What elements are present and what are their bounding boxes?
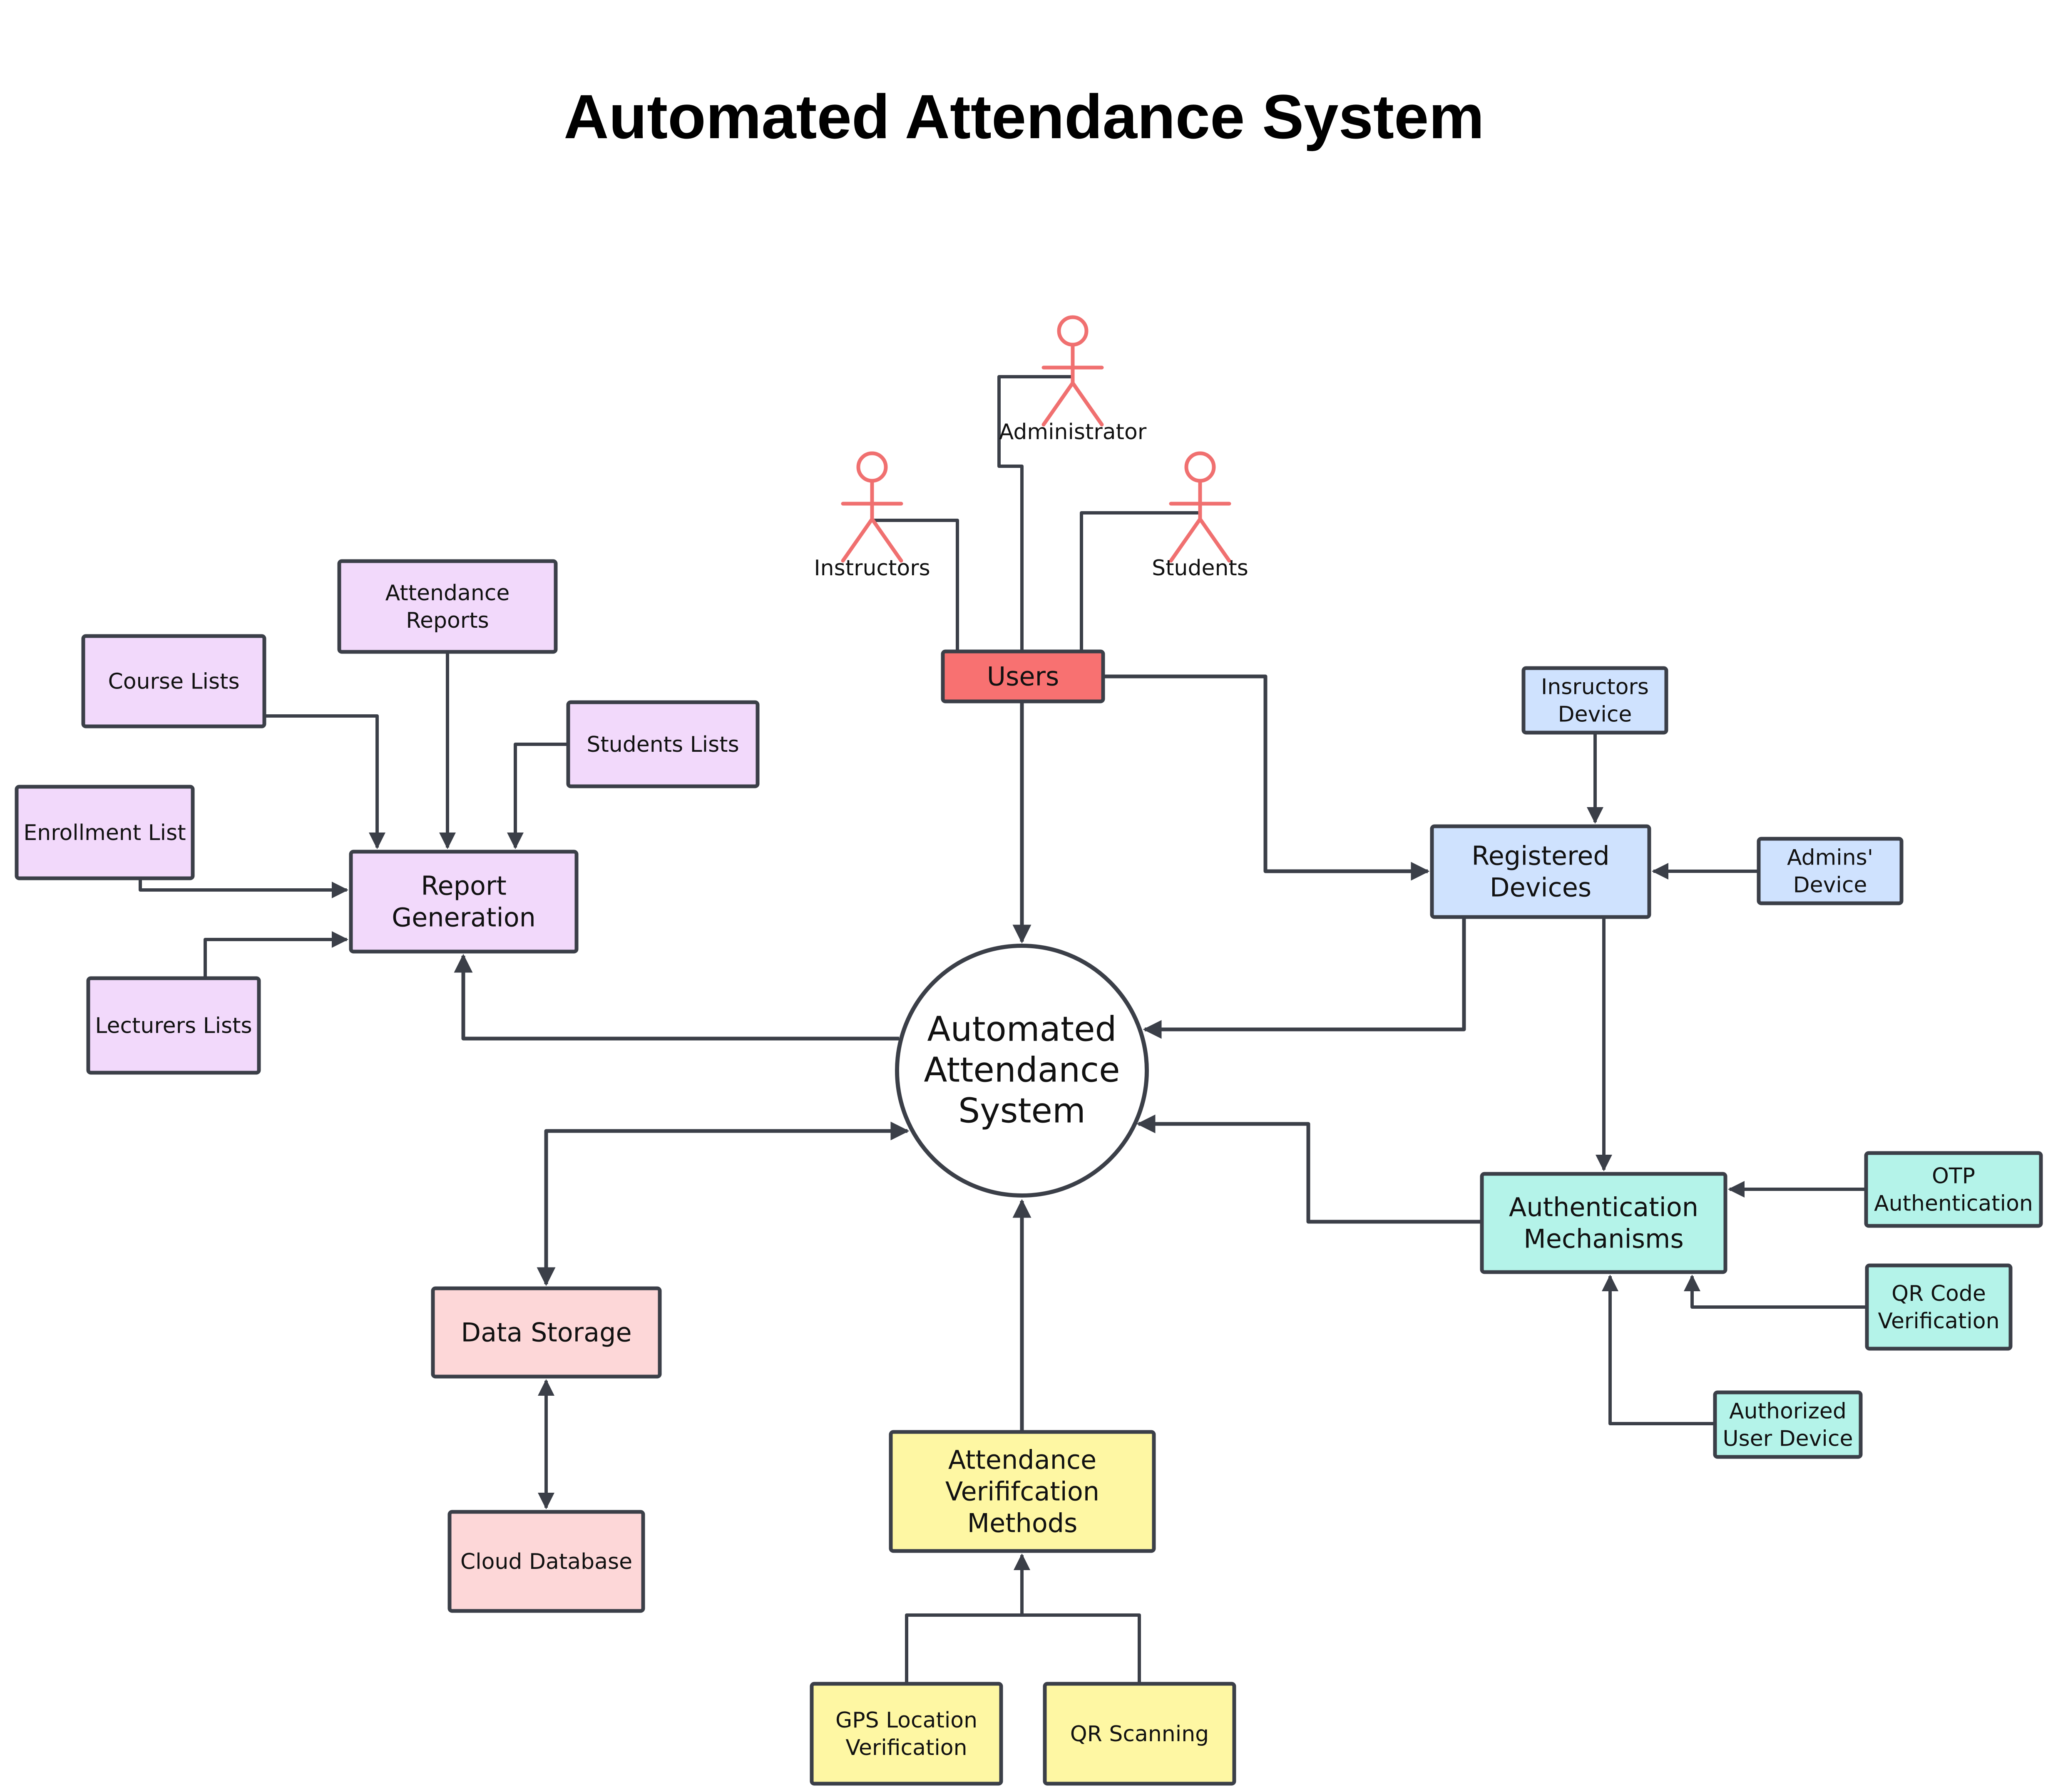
node-admins-device[interactable]: Admins'Device — [1757, 837, 1904, 905]
node-label: Admins'Device — [1787, 845, 1873, 898]
edge-automated-attendance-system-to-report-generation — [454, 954, 899, 1041]
node-students-lists[interactable]: Students Lists — [566, 700, 760, 788]
node-qr-scanning[interactable]: QR Scanning — [1043, 1682, 1236, 1786]
edge-users-to-registered-devices — [1103, 674, 1430, 881]
node-label: Lecturers Lists — [95, 1014, 252, 1039]
person-icon — [1169, 451, 1231, 563]
node-box — [1864, 1151, 2043, 1228]
edge-data-storage-to-automated-attendance-system — [537, 1121, 910, 1286]
edge-qr-scanning-to-attendance-verification-methods — [1014, 1553, 1141, 1684]
node-box — [889, 1430, 1156, 1553]
actor-label: Students — [1152, 556, 1248, 581]
node-lecturers-lists[interactable]: Lecturers Lists — [86, 976, 261, 1075]
node-label: QR Scanning — [1070, 1722, 1209, 1747]
node-box — [1757, 837, 1904, 905]
node-enrollment-list[interactable]: Enrollment List — [15, 785, 195, 880]
node-box — [431, 1286, 662, 1379]
central-system-circle — [895, 944, 1149, 1198]
node-data-storage[interactable]: Data Storage — [431, 1286, 662, 1379]
edge-lecturers-lists-to-report-generation — [204, 931, 348, 978]
node-box — [15, 785, 195, 880]
node-box — [337, 559, 558, 654]
edge-authentication-mechanisms-to-automated-attendance-system — [1136, 1114, 1482, 1224]
edge-instructors-to-users — [874, 519, 959, 651]
node-users[interactable]: Users — [941, 649, 1105, 703]
actor-label: Instructors — [814, 556, 930, 581]
actor-label: Administrator — [999, 420, 1147, 445]
node-box — [447, 1510, 645, 1613]
edge-authorized-user-device-to-authentication-mechanisms — [1602, 1275, 1715, 1425]
node-box — [566, 700, 760, 788]
node-box — [86, 976, 261, 1075]
person-icon — [1041, 315, 1104, 427]
node-label: Cloud Database — [460, 1549, 632, 1574]
edge-course-lists-to-report-generation — [264, 714, 385, 849]
node-box — [810, 1682, 1003, 1786]
actor-students[interactable]: Students — [1152, 451, 1248, 581]
node-box — [1713, 1390, 1863, 1459]
edge-registered-devices-to-automated-attendance-system — [1143, 917, 1466, 1039]
node-box — [1430, 824, 1651, 919]
node-label: Data Storage — [461, 1317, 631, 1348]
node-box — [1521, 666, 1668, 735]
diagram-title: Automated Attendance System — [564, 82, 1484, 152]
actor-administrator[interactable]: Administrator — [999, 315, 1147, 445]
actor-instructors[interactable]: Instructors — [814, 451, 930, 581]
node-cloud-database[interactable]: Cloud Database — [447, 1510, 645, 1613]
edge-administrator-to-users — [997, 375, 1073, 651]
node-course-lists[interactable]: Course Lists — [81, 634, 266, 728]
edge-students-lists-to-report-generation — [507, 743, 568, 849]
edge-enrollment-list-to-report-generation — [139, 878, 348, 898]
node-box — [1865, 1263, 2013, 1351]
edge-qr-code-verification-to-authentication-mechanisms — [1684, 1275, 1867, 1309]
node-box — [81, 634, 266, 728]
edge-students-to-users — [1080, 511, 1200, 651]
node-box — [941, 649, 1105, 703]
node-box — [349, 850, 579, 954]
node-box — [1043, 1682, 1236, 1786]
edge-gps-location-verification-to-attendance-verification-methods — [905, 1553, 1030, 1684]
person-icon — [841, 451, 903, 563]
node-label: Users — [987, 661, 1059, 692]
node-label: Enrollment List — [23, 820, 186, 845]
node-label: Students Lists — [587, 732, 739, 757]
node-label: Course Lists — [108, 669, 239, 694]
edges-layer — [139, 375, 1867, 1684]
node-box — [1480, 1172, 1727, 1274]
